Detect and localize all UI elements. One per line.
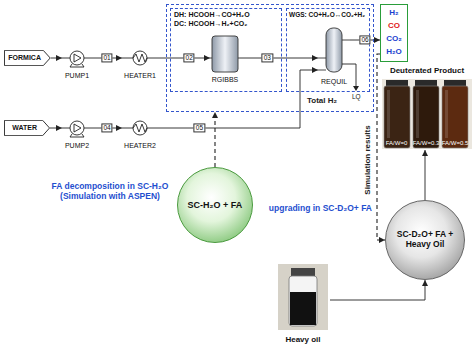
node-label: SC-H₂O + FA [186,200,244,210]
node-label: REQUIL [321,78,347,86]
node-label: WGS: CO+H₂O↔CO₂+H₂ [289,11,365,18]
connector [50,58,62,59]
node-label: RGIBBS [212,76,238,84]
annotation-label: LQ [352,93,361,100]
node-label: H₂ [389,8,398,17]
node-label: HEATER1 [124,72,156,80]
product-photo [382,79,472,149]
node-label: WATER [12,124,37,132]
node-label: Total H₂ [307,96,337,105]
column-block: REQUIL [318,26,350,86]
node-label: SC-D₂O+ FA + Heavy Oil [396,230,454,250]
connector [377,54,385,240]
stream-number: 02 [184,53,195,62]
reactor-block: RGIBBS [210,32,240,84]
product-box: H₂ CO CO₂ H₂O [380,4,408,62]
feed-stream: WATER [4,120,50,136]
reactor-symbol [210,36,240,72]
process-circle: SC-D₂O+ FA + Heavy Oil [385,200,465,280]
node-label: FA/W=0 [382,140,411,147]
node-label: Deuterated Product [390,66,464,75]
column-symbol [318,28,359,91]
connector [330,280,425,300]
heater-block: HEATER1 [122,44,158,80]
annotation-label: upgrading in SC-D₂O+ FA [258,204,372,214]
heavy-oil-photo [278,264,328,330]
heater-block: HEATER2 [122,114,158,150]
annotation-label: FA decomposition in SC-H₂O (Simulation w… [48,182,172,202]
pump-block: PUMP1 [62,44,92,80]
pump-block: PUMP2 [62,114,92,150]
heater-symbol [122,121,158,135]
reactor-group: DH: HCOOH→CO+H₂ODC: HCOOH→H₂+CO₂ RGIBBS [170,8,282,92]
pump-symbol [62,51,92,67]
pump-symbol [62,121,92,137]
connector [214,112,215,167]
node-label: PUMP2 [65,142,89,150]
connector [240,58,318,59]
connector-label: Simulation results [364,124,373,195]
node-label: DC: HCOOH→H₂+CO₂ [174,20,247,28]
process-circle: SC-H₂O + FA [177,167,253,243]
photo-group: Deuterated ProductFA/W=0FA/W=0.3FA/W=0.5 [382,66,472,150]
stream-number: 04 [101,123,112,132]
node-label: PUMP1 [65,72,89,80]
connector [50,128,62,129]
node-label: DH: HCOOH→CO+H₂O [174,11,250,19]
stream-number: 06 [359,35,370,44]
node-label: CO [388,21,400,30]
feed-stream: FORMICA [4,50,51,66]
connector [158,70,318,128]
node-label: HEATER2 [124,142,156,150]
stream-number: 01 [101,53,112,62]
connector [425,150,426,200]
node-label: FORMICA [8,54,41,62]
stream-number: 05 [194,123,205,132]
node-label: FA/W=0.5 [441,140,470,147]
node-label: CO₂ [386,34,402,43]
photo-box: Heavy oil [276,262,330,344]
shift-group: WGS: CO+H₂O↔CO₂+H₂ REQUIL [286,8,370,92]
heater-symbol [122,51,158,65]
stream-number: 03 [262,53,273,62]
node-label: FA/W=0.3 [412,140,441,147]
node-label: Heavy oil [285,335,320,344]
node-label: H₂O [386,47,402,56]
